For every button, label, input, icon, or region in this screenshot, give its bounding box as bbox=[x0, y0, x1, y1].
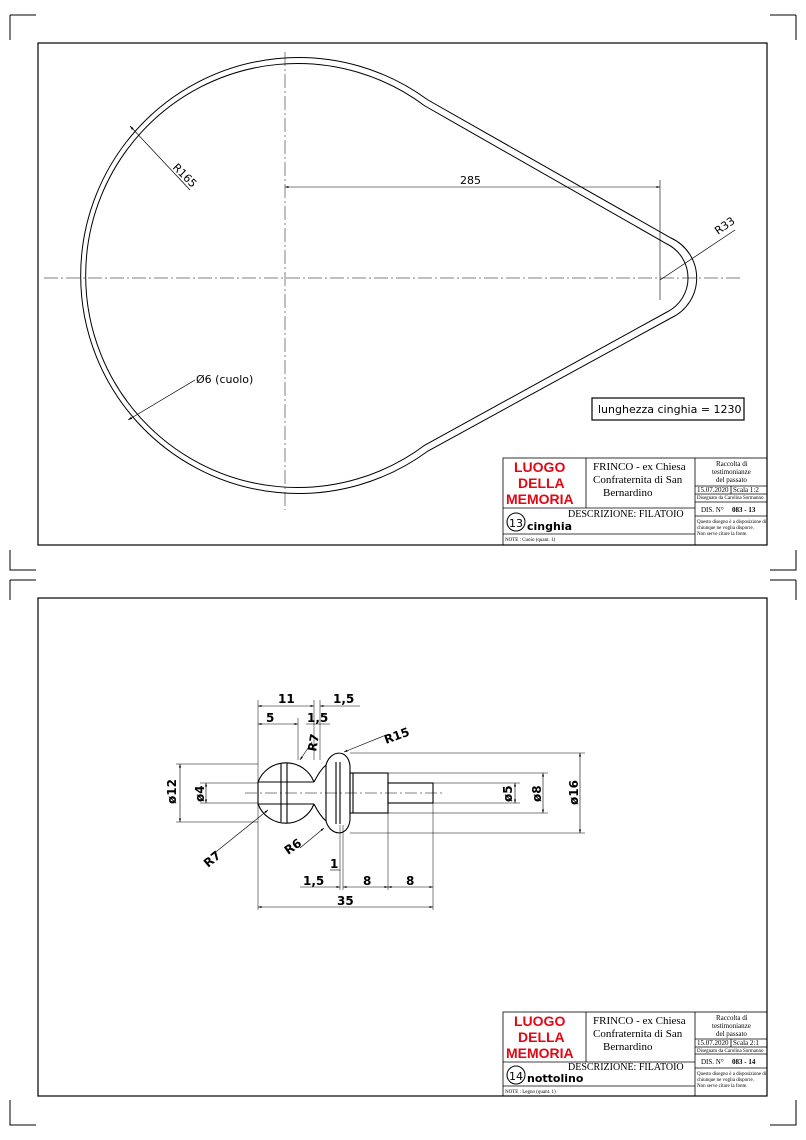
collection-line-2-2: testimonianze bbox=[712, 1022, 751, 1030]
description-2: DESCRIZIONE: FILATOIO bbox=[568, 1062, 684, 1073]
part-name: cinghia bbox=[527, 520, 572, 533]
place-line-1: FRINCO - ex Chiesa bbox=[593, 461, 686, 473]
title-block-1: LUOGO DELLA MEMORIA FRINCO - ex Chiesa C… bbox=[502, 457, 768, 546]
r33-label: R33 bbox=[712, 214, 737, 237]
drawing-scale-2: Scala 2:1 bbox=[733, 1039, 759, 1047]
disclaimer-2-2: chiunque ne voglia disporre. bbox=[697, 1078, 754, 1083]
description: DESCRIZIONE: FILATOIO bbox=[568, 509, 684, 520]
cuolo-leader bbox=[127, 379, 196, 421]
belt-length-box bbox=[591, 397, 745, 421]
crop-marks bbox=[9, 14, 797, 1126]
part-name-2: nottolino bbox=[527, 1072, 584, 1085]
logo-della: DELLA bbox=[518, 475, 565, 491]
dim-5: 5 bbox=[266, 711, 274, 725]
r165-label: R165 bbox=[170, 161, 199, 190]
disclaimer-3: Non serve citare la fonte. bbox=[697, 532, 747, 537]
disclaimer-3-2: Non serve citare la fonte. bbox=[697, 1084, 747, 1089]
dim-r15: R15 bbox=[382, 725, 411, 747]
dis-no-label: DIS. N° bbox=[701, 506, 724, 514]
place-line-2-2: Confraternita di San bbox=[593, 1028, 683, 1040]
collection-line-3: del passato bbox=[716, 476, 747, 484]
sheet-1-border bbox=[37, 42, 768, 546]
dim-1: 1 bbox=[330, 857, 338, 871]
sheet-2: 11 1,5 5 1,5 R7 R15 ø12 ø4 ø5 ø8 ø16 R7 … bbox=[37, 597, 768, 1097]
logo-luogo: LUOGO bbox=[514, 459, 565, 475]
belt-outline bbox=[80, 57, 698, 494]
place-line-2: Confraternita di San bbox=[593, 474, 683, 486]
collection-line-3-2: del passato bbox=[716, 1030, 747, 1038]
part-number-circle bbox=[506, 512, 526, 532]
dim-35: 35 bbox=[337, 894, 354, 908]
dim-285-label: 285 bbox=[460, 174, 481, 187]
dim-dia5: ø5 bbox=[501, 785, 515, 802]
extension-lines bbox=[176, 700, 585, 910]
notes: NOTE : Cuoio (quant. 1) bbox=[505, 538, 555, 543]
title-block-2: LUOGO DELLA MEMORIA FRINCO - ex Chiesa C… bbox=[502, 1011, 768, 1097]
notes-2: NOTE : Legno (quant. 1) bbox=[505, 1090, 556, 1095]
part-number-2: 14 bbox=[509, 1070, 523, 1083]
dim-dia4: ø4 bbox=[193, 785, 207, 802]
dim-r7-bottom: R7 bbox=[201, 848, 223, 870]
dimension-lines bbox=[178, 704, 582, 909]
place-line-3: Bernardino bbox=[603, 487, 653, 499]
dim-dia12: ø12 bbox=[165, 779, 179, 804]
sheet-2-border bbox=[37, 597, 768, 1097]
collection-line-1: Raccolta di bbox=[716, 460, 748, 468]
cuolo-label: Ø6 (cuolo) bbox=[196, 373, 253, 386]
place-line-3-2: Bernardino bbox=[603, 1041, 653, 1053]
dim-285 bbox=[285, 180, 661, 300]
r165-leader bbox=[129, 125, 191, 191]
belt-length-note: lunghezza cinghia = 1230 bbox=[598, 403, 742, 416]
collection-line-2: testimonianze bbox=[712, 468, 751, 476]
dis-no: 083 - 13 bbox=[732, 506, 756, 514]
center-lines bbox=[44, 52, 740, 510]
dim-dia8: ø8 bbox=[530, 785, 544, 802]
dim-1-5-mid: 1,5 bbox=[307, 711, 328, 725]
drawn-by-2: Disegnato da Carolina Sormanno bbox=[697, 1049, 764, 1054]
part-number-circle-2 bbox=[506, 1065, 526, 1085]
drawn-by: Disegnato da Carolina Sormanno bbox=[697, 496, 764, 501]
logo-memoria: MEMORIA bbox=[506, 491, 574, 507]
dim-dia16: ø16 bbox=[567, 780, 581, 805]
logo-della-2: DELLA bbox=[518, 1029, 565, 1045]
dim-r7-top: R7 bbox=[305, 733, 322, 753]
dim-1-5-bottom: 1,5 bbox=[303, 874, 324, 888]
dim-11: 11 bbox=[278, 692, 295, 706]
nottolino-outline bbox=[257, 752, 434, 834]
sheet-1: R165 285 R33 Ø6 (cuolo) lunghezza cinghi… bbox=[37, 42, 768, 546]
dim-8a: 8 bbox=[363, 874, 371, 888]
disclaimer-1: Questo disegno è a disposizione di bbox=[697, 520, 767, 525]
dim-r6: R6 bbox=[282, 836, 304, 858]
part-number: 13 bbox=[509, 517, 523, 530]
dis-no-label-2: DIS. N° bbox=[701, 1058, 724, 1066]
drawing-date-2: 15.07.2020 bbox=[697, 1039, 729, 1047]
logo-memoria-2: MEMORIA bbox=[506, 1045, 574, 1061]
dim-1-5-top: 1,5 bbox=[333, 692, 354, 706]
drawing-scale: Scala 1:2 bbox=[733, 486, 759, 494]
disclaimer-2: chiunque ne voglia disporre. bbox=[697, 526, 754, 531]
drawing-date: 15.07.2020 bbox=[697, 486, 729, 494]
place-line-1-2: FRINCO - ex Chiesa bbox=[593, 1015, 686, 1027]
logo-luogo-2: LUOGO bbox=[514, 1013, 565, 1029]
dim-8b: 8 bbox=[406, 874, 414, 888]
disclaimer-1-2: Questo disegno è a disposizione di bbox=[697, 1072, 767, 1077]
dis-no-2: 083 - 14 bbox=[732, 1058, 756, 1066]
collection-line-1-2: Raccolta di bbox=[716, 1014, 748, 1022]
r33-leader bbox=[659, 229, 736, 281]
